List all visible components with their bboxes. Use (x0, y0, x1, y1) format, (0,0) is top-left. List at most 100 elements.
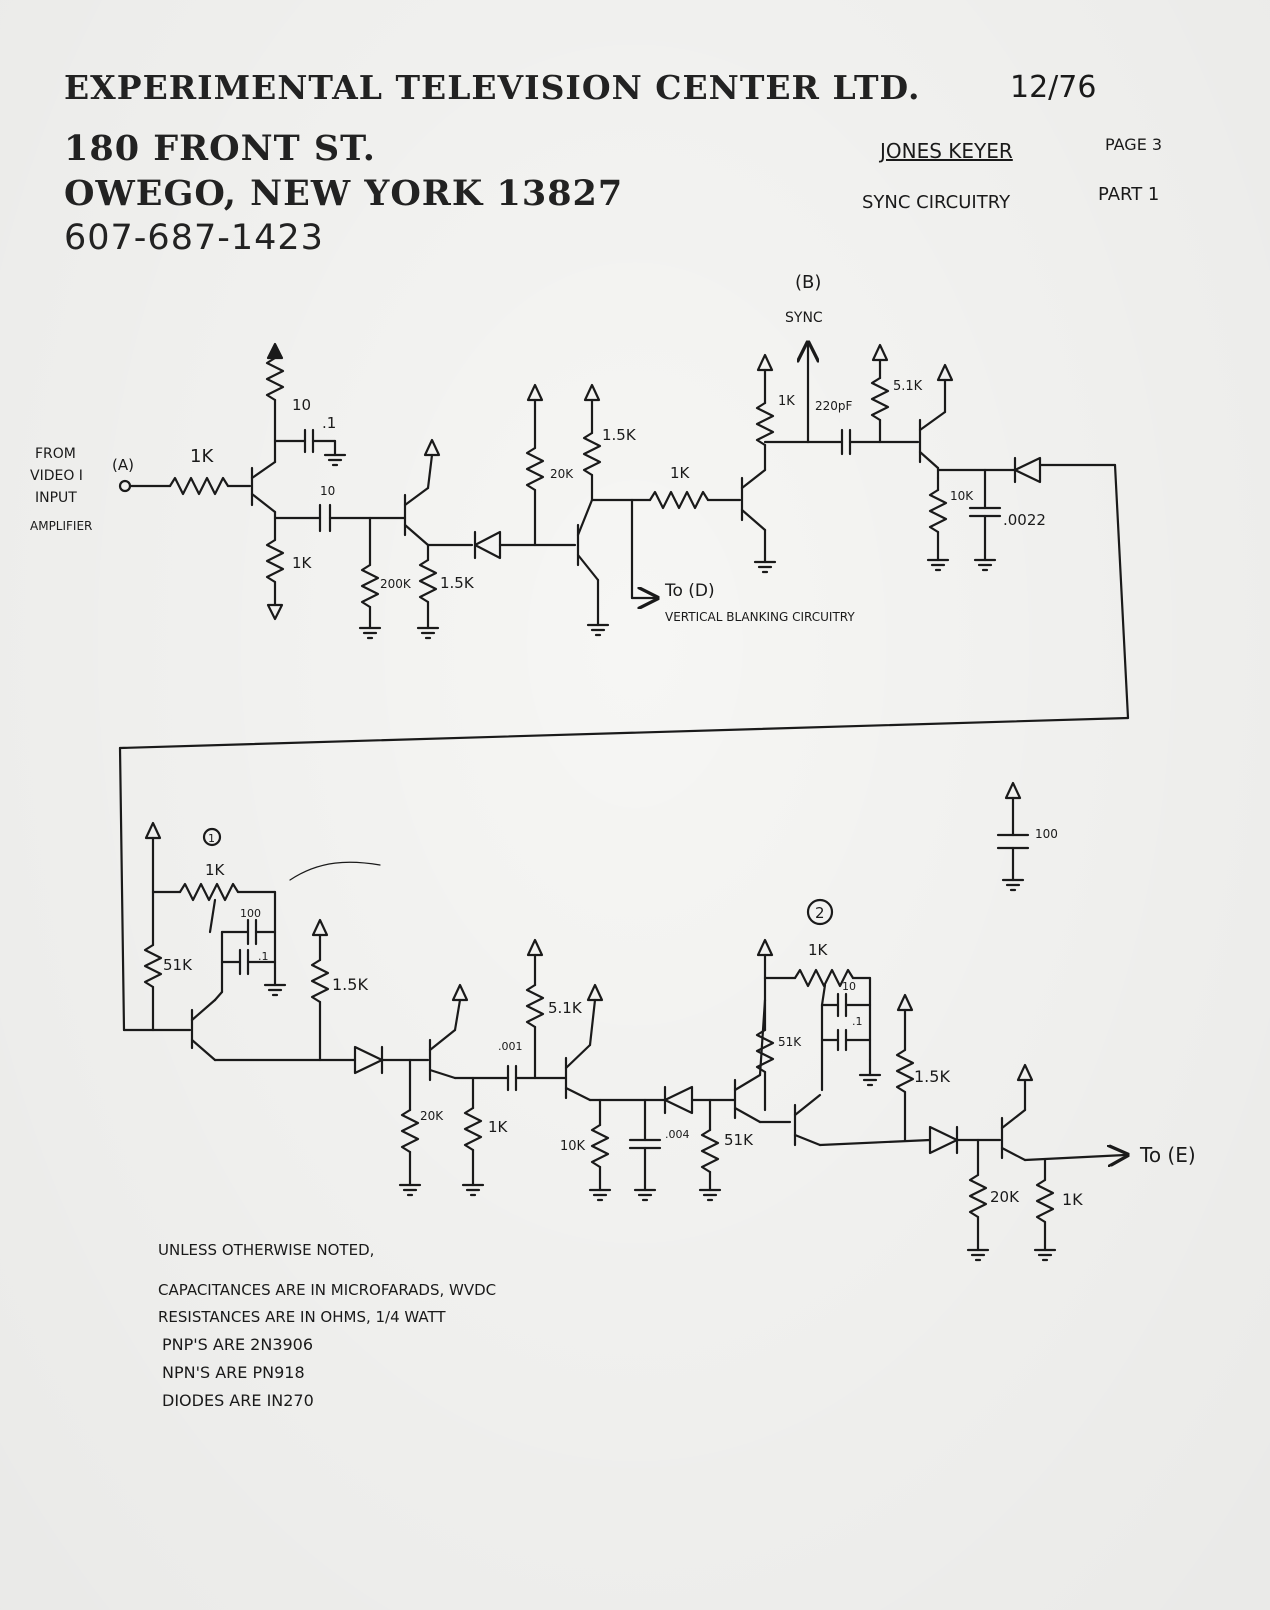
company-city: OWEGO, NEW YORK 13827 (64, 173, 624, 214)
label-r-20k-bottom-b: 20K (990, 1188, 1020, 1206)
transistor-q3 (576, 498, 600, 627)
resistor-r-10k (928, 488, 948, 534)
marker-1-label: 1 (208, 832, 215, 845)
resistor-r-51k (870, 376, 890, 422)
resistor-r-emit (265, 538, 285, 584)
transistor-q1 (250, 398, 277, 542)
label-r-51k-bottom-b: 5.1K (548, 999, 583, 1017)
resistor-r-51k-bottom (143, 943, 163, 989)
label-pot-1: 1K (205, 861, 226, 879)
label-r-51k-bottom-d: 51K (778, 1035, 802, 1049)
label-r-51k: 5.1K (893, 379, 923, 394)
label-r-15k-a: 1.5K (440, 574, 475, 592)
resistor-r-15k-bottom-a (310, 958, 330, 1004)
input-label-line-1: FROM (35, 446, 76, 462)
label-r-emit: 1K (292, 554, 313, 572)
marker-2-circle (806, 898, 834, 926)
diode-d3 (353, 1045, 384, 1075)
resistor-r-200k (360, 563, 380, 609)
supply-arrow (266, 342, 284, 360)
label-r-top: 10 (292, 396, 311, 414)
page-header: 12/76 JONES KEYER PAGE 3 SYNC CIRCUITRY … (862, 70, 1162, 213)
label-c-top: .1 (322, 414, 336, 432)
subtitle: SYNC CIRCUITRY (862, 192, 1011, 213)
notes-line-4: NPN'S ARE PN918 (162, 1363, 305, 1382)
resistor-r-51k-bottom-b (525, 983, 545, 1029)
diode-d1 (473, 530, 502, 560)
label-r-20k: 20K (550, 467, 574, 481)
to-e-label: To (E) (1139, 1143, 1196, 1167)
diode-d4 (663, 1085, 694, 1115)
resistor-r-top (265, 356, 285, 402)
notes-line-2: RESISTANCES ARE IN OHMS, 1/4 WATT (158, 1308, 446, 1326)
title: JONES KEYER (878, 139, 1013, 163)
resistor-r-1k-mid (648, 490, 710, 510)
label-r-20k-bottom: 20K (420, 1109, 444, 1123)
input-label-line-4: AMPLIFIER (30, 519, 92, 533)
label-r-51k-bottom-c: 51K (724, 1131, 754, 1149)
input-label-line-2: VIDEO I (30, 468, 83, 484)
pot-1 (178, 882, 240, 902)
label-c-supply: 100 (1035, 827, 1058, 841)
company-phone: 607-687-1423 (64, 218, 324, 258)
sync-node-label: (B) (795, 272, 821, 293)
label-c-01: .1 (258, 950, 269, 963)
input-label-line-3: INPUT (35, 490, 77, 506)
neg-supply-arrow (266, 603, 284, 621)
label-c-004: .004 (665, 1128, 690, 1141)
resistor-r-1k-bottom-b (1035, 1178, 1055, 1224)
label-r-15k-bottom-b: 1.5K (914, 1067, 950, 1086)
label-r-200k: 200K (380, 577, 412, 591)
transistor-q5 (918, 378, 947, 480)
page-number: PAGE 3 (1105, 135, 1162, 154)
label-r-10k: 10K (950, 489, 974, 503)
resistor-r-15k-b (582, 431, 602, 477)
label-r-1k-col: 1K (778, 394, 795, 409)
label-r-1k-mid: 1K (670, 464, 691, 482)
resistor-r-20k-bottom (400, 1108, 420, 1154)
resistor-r-20k (525, 446, 545, 492)
label-r-51k-bottom: 51K (163, 956, 193, 974)
resistor-r-10k-bottom (590, 1123, 610, 1169)
company-street: 180 FRONT ST. (64, 128, 376, 169)
resistor-r-20k-bottom-b (968, 1173, 988, 1219)
label-r-1k-bottom-b: 1K (1062, 1190, 1083, 1209)
notes-line-5: DIODES ARE IN270 (162, 1391, 314, 1410)
transistor-q2 (403, 453, 434, 547)
label-r-15k-bottom-a: 1.5K (332, 975, 368, 994)
to-d-description: VERTICAL BLANKING CIRCUITRY (665, 610, 855, 624)
transistor-q11 (1000, 1078, 1027, 1162)
label-pot-2: 1K (808, 941, 829, 959)
diode-d2 (1013, 456, 1042, 484)
label-c-001: .001 (498, 1040, 523, 1053)
date: 12/76 (1010, 70, 1096, 105)
transistor-q9 (733, 1073, 762, 1124)
resistor-r-15k-bottom-b (895, 1048, 915, 1094)
label-c-01-b: .1 (852, 1015, 863, 1028)
resistor-r-51k-bottom-d (755, 1028, 775, 1074)
label-r-in: 1K (190, 446, 214, 467)
label-c-0022: .0022 (1003, 511, 1046, 529)
to-e-arrow (1023, 1155, 1125, 1160)
diode-d5 (928, 1125, 959, 1155)
label-c-220: 220pF (815, 399, 853, 413)
input-node-label: (A) (112, 456, 134, 474)
company-name: EXPERIMENTAL TELEVISION CENTER LTD. (64, 68, 921, 107)
resistor-r-15k-a (418, 558, 438, 604)
label-c-couple: 10 (320, 484, 335, 498)
label-r-10k-bottom: 10K (560, 1139, 586, 1154)
transistor-q4 (740, 443, 767, 564)
part-number: PART 1 (1098, 184, 1159, 205)
label-r-1k-bottom: 1K (488, 1118, 509, 1136)
marker-1-circle (202, 827, 222, 847)
transistor-q6 (190, 998, 357, 1062)
marker-2-label: 2 (815, 904, 825, 922)
resistor-r-51k-bottom-c (700, 1128, 720, 1174)
input-terminal (118, 476, 252, 496)
transistor-q7 (428, 998, 462, 1082)
label-c-100: 100 (240, 907, 261, 920)
notes-line-1: CAPACITANCES ARE IN MICROFARADS, WVDC (158, 1281, 496, 1299)
transistor-q10 (793, 1093, 932, 1147)
notes-heading: UNLESS OTHERWISE NOTED, (158, 1241, 374, 1259)
